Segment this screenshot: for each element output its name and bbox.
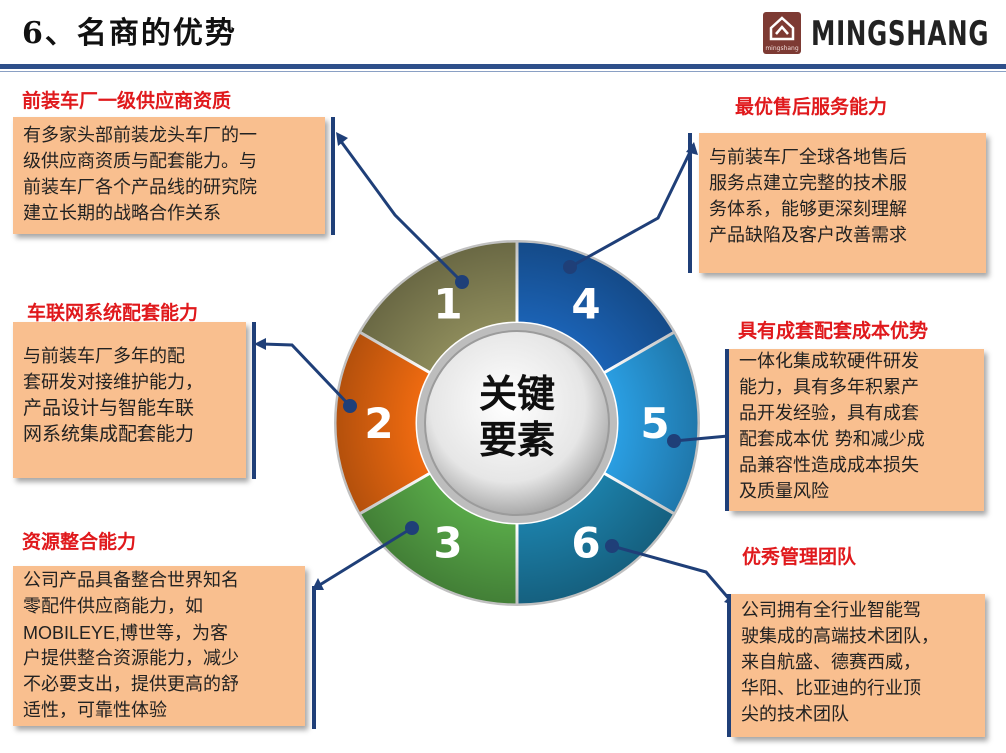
connector-dot-4 <box>563 260 577 274</box>
card-box-management-team: 公司拥有全行业智能驾 驶集成的高端技术团队， 来自航盛、德赛西威， 华阳、比亚迪… <box>731 594 985 737</box>
card-line: 务体系，能够更深刻理解 <box>709 199 907 220</box>
hub-disc <box>424 330 610 516</box>
card-accent-bar <box>312 586 316 729</box>
segment-number-4: 4 <box>571 279 600 328</box>
center-label: 关键 要素 <box>458 371 576 463</box>
connector-1 <box>338 139 464 284</box>
title-divider <box>0 64 1006 69</box>
logo-wordmark: MINGSHANG <box>811 14 990 54</box>
card-accent-bar <box>331 117 335 235</box>
card-line: 一体化集成软硬件研发 <box>739 351 919 372</box>
card-line: 服务点建立完整的技术服 <box>709 173 907 194</box>
card-line: 与前装车厂全球各地售后 <box>709 147 907 168</box>
card-line: 与前装车厂多年的配 <box>23 346 185 367</box>
card-box-telematics: 与前装车厂多年的配 套研发对接维护能力， 产品设计与智能车联 网系统集成配套能力 <box>13 322 246 478</box>
card-heading-management-team: 优秀管理团队 <box>742 546 857 568</box>
segment-number-2: 2 <box>364 399 393 448</box>
card-line: 品兼容性造成成本损失 <box>739 455 919 476</box>
segment-number-6: 6 <box>571 519 600 568</box>
card-line: 适性，可靠性体验 <box>23 700 167 721</box>
card-heading-supplier-qualification: 前装车厂一级供应商资质 <box>22 90 232 112</box>
card-accent-bar <box>688 133 692 273</box>
card-line: 零配件供应商能力，如 <box>23 596 203 617</box>
card-line: 建立长期的战略合作关系 <box>23 203 221 224</box>
card-line: MOBILEYE,博世等，为客 <box>23 623 229 643</box>
center-label-line1: 关键 <box>478 372 555 416</box>
connector-dot-1 <box>455 275 469 289</box>
arrowhead-2 <box>254 338 266 350</box>
card-line: 网系统集成配套能力 <box>23 424 195 445</box>
connector-2 <box>261 342 352 408</box>
card-box-after-sales: 与前装车厂全球各地售后 服务点建立完整的技术服 务体系，能够更深刻理解 产品缺陷… <box>699 133 986 273</box>
card-line: 有多家头部前装龙头车厂的一 <box>23 125 257 146</box>
card-accent-bar <box>725 349 729 511</box>
logo-emblem-icon: mingshang <box>763 12 801 54</box>
segment-number-1: 1 <box>433 279 462 328</box>
title-divider-thin <box>0 71 1006 72</box>
card-line: 尖的技术团队 <box>741 704 849 725</box>
center-label-line2: 要素 <box>478 418 555 462</box>
card-heading-cost-advantage: 具有成套配套成本优势 <box>738 320 929 342</box>
card-accent-bar <box>727 594 731 737</box>
arrowhead-1 <box>336 132 348 146</box>
connector-6 <box>611 544 732 601</box>
connector-4 <box>569 149 693 269</box>
card-line: 级供应商资质与配套能力。与 <box>23 151 257 172</box>
connector-5 <box>673 434 729 443</box>
card-line: 驶集成的高端技术团队， <box>741 626 939 647</box>
card-line: 品开发经验，具有成套 <box>739 403 919 424</box>
card-line: 不必要支出，提供更高的舒 <box>23 674 239 695</box>
connector-dot-2 <box>343 399 357 413</box>
connector-dot-3 <box>405 521 419 535</box>
segment-number-5: 5 <box>640 399 669 448</box>
card-line: 能力，具有多年积累产 <box>739 377 919 398</box>
card-heading-resource-integration: 资源整合能力 <box>22 531 137 553</box>
card-line: 及质量风险 <box>739 481 829 502</box>
brand-logo: mingshang MINGSHANG <box>763 12 1001 56</box>
card-line: 配套成本优 势和减少成 <box>739 429 925 450</box>
card-box-resource-integration: 公司产品具备整合世界知名 零配件供应商能力，如 MOBILEYE,博世等，为客 … <box>13 566 305 726</box>
connector-3 <box>317 526 413 588</box>
card-heading-telematics: 车联网系统配套能力 <box>27 302 199 324</box>
card-box-cost-advantage: 一体化集成软硬件研发 能力，具有多年积累产 品开发经验，具有成套 配套成本优 势… <box>729 349 984 511</box>
page-title: 6、名商的优势 <box>22 16 237 51</box>
logo-subtext: mingshang <box>765 45 799 52</box>
card-line: 产品设计与智能车联 <box>23 398 195 419</box>
card-line: 来自航盛、德赛西威， <box>741 652 921 673</box>
connector-dot-6 <box>605 539 619 553</box>
card-line: 产品缺陷及客户改善需求 <box>709 225 907 246</box>
card-box-supplier-qualification: 有多家头部前装龙头车厂的一 级供应商资质与配套能力。与 前装车厂各个产品线的研究… <box>13 117 325 234</box>
card-line: 户提供整合资源能力，减少 <box>23 648 239 669</box>
connector-dot-5 <box>667 434 681 448</box>
card-line: 华阳、比亚迪的行业顶 <box>741 678 921 699</box>
card-line: 公司产品具备整合世界知名 <box>23 570 239 591</box>
card-line: 前装车厂各个产品线的研究院 <box>23 177 257 198</box>
card-line: 公司拥有全行业智能驾 <box>741 600 921 621</box>
card-accent-bar <box>252 322 256 479</box>
segment-number-3: 3 <box>433 519 462 568</box>
card-heading-after-sales: 最优售后服务能力 <box>735 96 888 118</box>
card-line: 套研发对接维护能力， <box>23 372 203 393</box>
